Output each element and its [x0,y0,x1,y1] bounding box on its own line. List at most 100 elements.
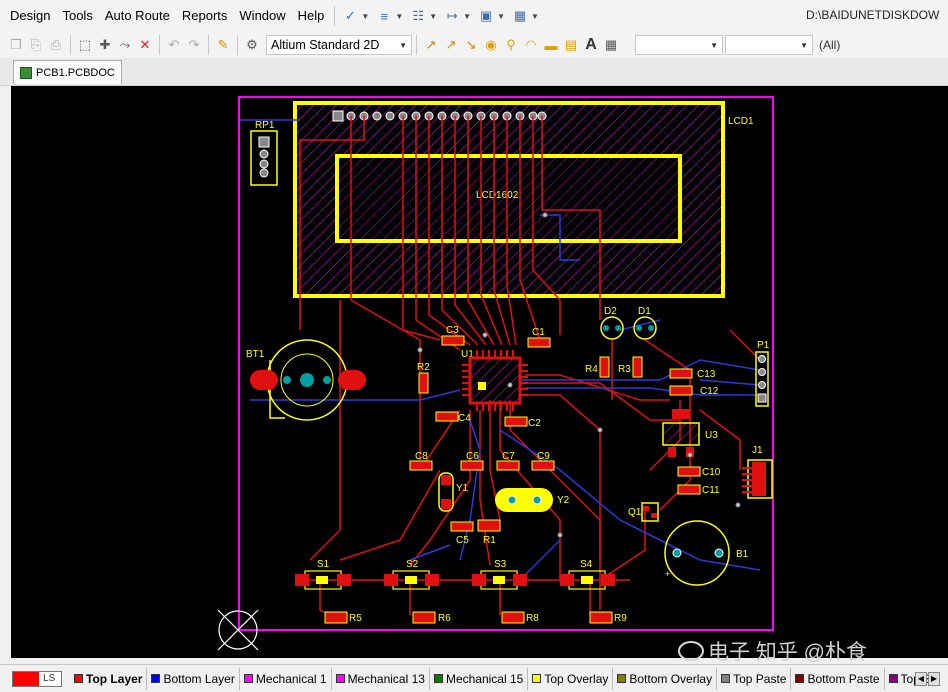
scroll-right-icon[interactable]: ▶ [928,671,940,686]
route-multiple-icon[interactable]: ↗ [445,37,457,52]
u1-pin1-marker [478,382,486,390]
layer-color-swatch [335,674,345,683]
chevron-down-icon[interactable]: ▼ [497,11,506,21]
align-icon[interactable]: ≡ [380,8,389,24]
c10-designator: C10 [702,467,721,478]
pad-icon[interactable]: ◉ [485,37,497,52]
net-filter-select[interactable]: ▼ [635,35,723,55]
layer-tab-bottom-overlay[interactable]: Bottom Overlay [613,667,718,690]
select-area-icon[interactable]: ⬚ [78,37,92,52]
via-icon[interactable]: ⚲ [506,37,516,52]
menu-design[interactable]: Design [10,8,51,23]
arc-icon[interactable]: ◠ [525,37,537,52]
layer-tab-label: Bottom Overlay [629,671,713,686]
current-layer-indicator[interactable]: LS [12,670,62,687]
menu-help[interactable]: Help [297,8,325,23]
pcb-canvas[interactable]: LCD1 LCD1602 [11,86,948,658]
view-mode-select[interactable]: Altium Standard 2D ▼ [266,35,412,55]
pcb-drawing[interactable]: LCD1 LCD1602 [11,86,948,658]
layer-tab-top-paste[interactable]: Top Paste [717,667,792,690]
scroll-left-icon[interactable]: ◀ [915,671,927,686]
fill-icon[interactable]: ▬ [544,37,558,53]
menu-window[interactable]: Window [239,8,286,23]
y1-pad-bottom [441,499,451,509]
find-similar-icon[interactable]: ☷ [412,8,425,23]
layer-tab-label: Top Paste [733,671,787,686]
chevron-down-icon[interactable]: ▼ [531,11,539,21]
copy-icon[interactable]: ❐ [10,37,22,52]
polygon-icon[interactable]: ▤ [564,37,578,52]
rubber-stamp-icon[interactable]: ⎙ [50,37,62,52]
y2-designator: Y2 [557,495,570,506]
bt1-pad-hole-2 [323,376,331,384]
string-icon[interactable]: A [585,36,597,53]
chevron-down-icon[interactable]: ▼ [463,11,472,21]
bt1-pad-left [250,370,278,390]
interactive-routing-icon[interactable]: ✓ [344,8,356,23]
rp1-designator: RP1 [255,120,275,131]
differential-pair-icon[interactable]: ↘ [465,37,477,52]
lcd-designator: LCD1 [728,116,754,127]
p1-outline [755,351,769,407]
filter-all-label[interactable]: (All) [819,38,841,52]
route-icon[interactable]: ↗ [425,37,437,52]
bt1-center-pad [300,373,314,387]
j1-pads [752,462,766,496]
y1-outline [438,472,454,512]
watermark: 电子 知乎 @朴食 [678,636,867,666]
r4-designator: R4 [585,364,598,375]
layer-tab-bottom-layer[interactable]: Bottom Layer [147,667,240,690]
menu-reports[interactable]: Reports [181,8,228,23]
menu-tools[interactable]: Tools [62,8,93,23]
component-labels: C3 C1 R2 C4 C2 C8 C6 C7 C9 C5 R1 R4 R3 C… [317,306,770,624]
layer-scroll-buttons: ◀ ▶ [915,671,940,686]
s1-designator: S1 [317,559,330,570]
tab-pcb1-label: PCB1.PCBDOC [36,66,115,79]
component-icon[interactable]: ⚙ [246,37,258,52]
dimension-icon[interactable]: ↦ [446,8,458,23]
array-paste-icon[interactable]: ▦ [604,37,618,52]
layer-tab-bottom-paste[interactable]: Bottom Paste [791,667,885,690]
chevron-down-icon[interactable]: ▼ [429,11,438,21]
d2-pad-a [603,325,609,331]
q1-designator: Q1 [628,507,642,518]
y2-pad-2 [532,495,542,505]
menu-auto-route[interactable]: Auto Route [104,8,170,23]
b1-pad-pos [672,548,682,558]
u3-pad-1 [668,447,676,457]
bt1-inner-ring [280,353,334,407]
layer-tab-top-layer[interactable]: Top Layer [70,667,148,690]
move-selection-icon[interactable]: ⤳ [119,37,131,52]
layer-tab-label: Top Overlay [544,671,609,686]
deselect-icon[interactable]: ✕ [139,37,151,52]
layer-tab-mechanical-13[interactable]: Mechanical 13 [332,667,430,690]
layer-tab-mechanical-15[interactable]: Mechanical 15 [430,667,529,690]
layer-tab-bar: LS Top Layer Bottom Layer Mechanical 1 M… [0,664,948,692]
b1-outline [664,520,730,586]
vias [417,212,741,538]
toolbar-separator [334,6,336,26]
chevron-down-icon[interactable]: ▼ [395,11,404,21]
rp1-outline [250,130,278,186]
layer-color-swatch [532,674,542,683]
y1-pad-top [441,475,451,485]
u3-body [662,422,700,446]
chevron-down-icon[interactable]: ▼ [361,11,370,21]
cross-probe-icon[interactable]: ✎ [217,37,229,52]
y2-pad-1 [507,495,517,505]
layer-tab-mechanical-1[interactable]: Mechanical 1 [240,667,332,690]
paste-icon[interactable]: ⎘ [30,37,42,52]
move-icon[interactable]: ✚ [99,37,111,52]
layer-color-swatch [74,674,83,683]
tab-pcb1[interactable]: PCB1.PCBDOC [13,60,122,84]
layer-tab-top-overlay[interactable]: Top Overlay [528,667,614,690]
r8-designator: R8 [526,613,539,624]
class-filter-select[interactable]: ▼ [725,35,813,55]
undo-icon[interactable]: ↶ [168,37,180,52]
room-icon[interactable]: ▣ [479,8,493,23]
layer-tab-label: Bottom Paste [807,671,880,686]
toolbar-separator [237,35,238,55]
redo-icon[interactable]: ↷ [188,37,200,52]
grid-icon[interactable]: ▦ [513,8,527,23]
u3-designator: U3 [705,430,718,441]
